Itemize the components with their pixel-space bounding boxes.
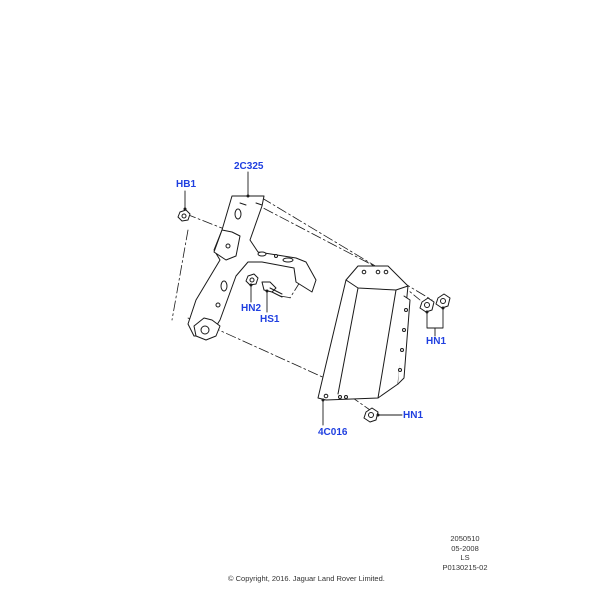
callout-HN1-upper: HN1 [426, 336, 447, 347]
stud-HS1 [261, 281, 283, 298]
callout-4C016: 4C016 [318, 427, 348, 438]
nut-HN1-lower [363, 407, 379, 423]
meta-date: 05-2008 [451, 543, 479, 553]
nut-HN2 [245, 273, 259, 286]
diagram-meta: 2050510 05-2008 LS P0130215-02 [435, 534, 495, 572]
nuts-HN1 [419, 293, 451, 313]
meta-code: LS [460, 553, 470, 562]
callout-HN1-lower: HN1 [403, 410, 424, 421]
callout-HN2: HN2 [241, 303, 262, 314]
leader-lines [184, 171, 444, 426]
callout-2C325: 2C325 [234, 161, 264, 172]
meta-number: 2050510 [450, 534, 480, 543]
callout-HB1: HB1 [176, 179, 197, 190]
meta-part-ref: P0130215-02 [442, 562, 488, 572]
bracket-2C325 [187, 195, 317, 341]
control-module-4C016 [317, 265, 411, 401]
bolt-HB1 [177, 209, 191, 222]
callout-HS1: HS1 [260, 314, 280, 325]
copyright-notice: © Copyright, 2016. Jaguar Land Rover Lim… [228, 574, 385, 583]
